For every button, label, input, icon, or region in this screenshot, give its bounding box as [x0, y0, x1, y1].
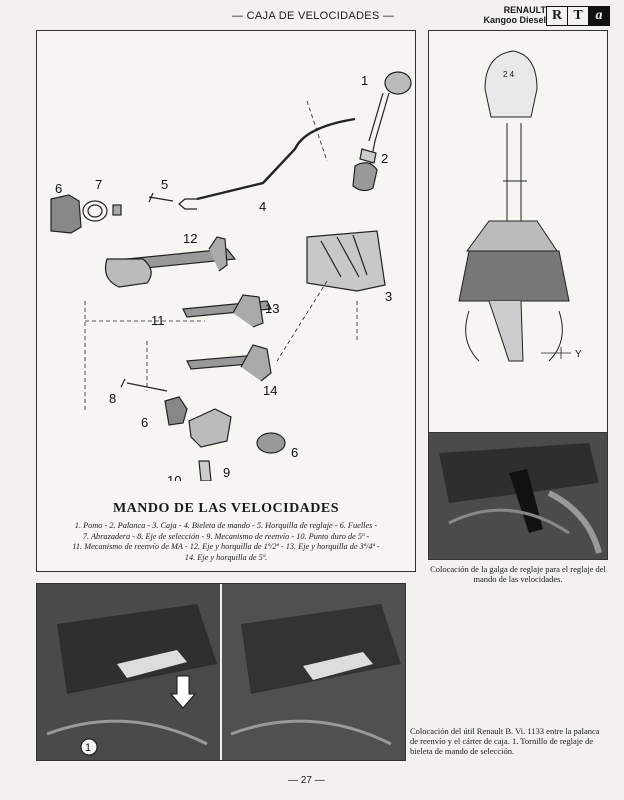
main-figure-panel: 1 2 3 4 5 6 7 8 6 6 9 10 11 12 13 14 MAN… — [36, 30, 416, 572]
part-label-14: 14 — [263, 383, 277, 398]
part-label-12: 12 — [183, 231, 197, 246]
section-title: — CAJA DE VELOCIDADES — — [232, 10, 395, 22]
side-photo — [428, 432, 608, 560]
part-label-3: 3 — [385, 289, 392, 304]
part-label-10: 10 — [167, 473, 181, 481]
legend-line: 11. Mecanismo de reenvío de MA - 12. Eje… — [72, 542, 380, 551]
brand-name: RENAULT — [503, 5, 546, 15]
model-name: Kangoo Diesel — [483, 15, 546, 25]
bottom-callout-1: 1 — [85, 742, 91, 754]
logo-letter-t: T — [568, 7, 589, 25]
page-number: — 27 — — [288, 775, 325, 786]
tool-placement-photos: 1 — [37, 584, 405, 760]
part-label-2: 2 — [381, 151, 388, 166]
gauge-diagram: 2 4 Y — [458, 50, 582, 362]
part-label-11: 11 — [151, 313, 165, 328]
part-label-6b: 6 — [141, 415, 148, 430]
gear-positions-label: 2 4 — [503, 70, 515, 79]
part-label-8: 8 — [109, 391, 116, 406]
legend-line: 14. Eje y horquilla de 5ª. — [184, 552, 268, 562]
figure-legend: 1. Pomo - 2. Palanca - 3. Caja - 4. Biel… — [41, 521, 411, 563]
part-label-6a: 6 — [55, 181, 62, 196]
part-label-7: 7 — [95, 177, 102, 192]
figure-title: MANDO DE LAS VELOCIDADES — [112, 501, 340, 516]
logo-letter-a: a — [589, 7, 609, 25]
bottom-figure-caption: Colocación del útil Renault B. Vi. 1133 … — [410, 726, 600, 756]
logo-letter-r: R — [547, 7, 568, 25]
rta-logo: R T a — [546, 6, 610, 26]
dimension-y-label: Y — [575, 349, 582, 360]
legend-line: 1. Pomo - 2. Palanca - 3. Caja - 4. Biel… — [74, 521, 378, 530]
part-label-13: 13 — [265, 301, 279, 316]
side-figure-panel: 2 4 Y — [428, 30, 608, 437]
side-figure-caption: Colocación de la galga de reglaje para e… — [430, 564, 606, 584]
bottom-figure-panel: 1 — [36, 583, 406, 761]
legend-line: 7. Abrazadera - 8. Eje de selección - 9.… — [82, 531, 370, 541]
gear-linkage-exploded-diagram: 1 2 3 4 5 6 7 8 6 6 9 10 11 12 13 14 — [50, 71, 412, 488]
part-label-5: 5 — [161, 177, 168, 192]
brand-block: RENAULT Kangoo Diesel — [483, 5, 546, 25]
part-label-1: 1 — [361, 73, 368, 88]
part-label-4: 4 — [259, 199, 266, 214]
part-label-6c: 6 — [291, 445, 298, 460]
part-label-9: 9 — [223, 465, 230, 480]
